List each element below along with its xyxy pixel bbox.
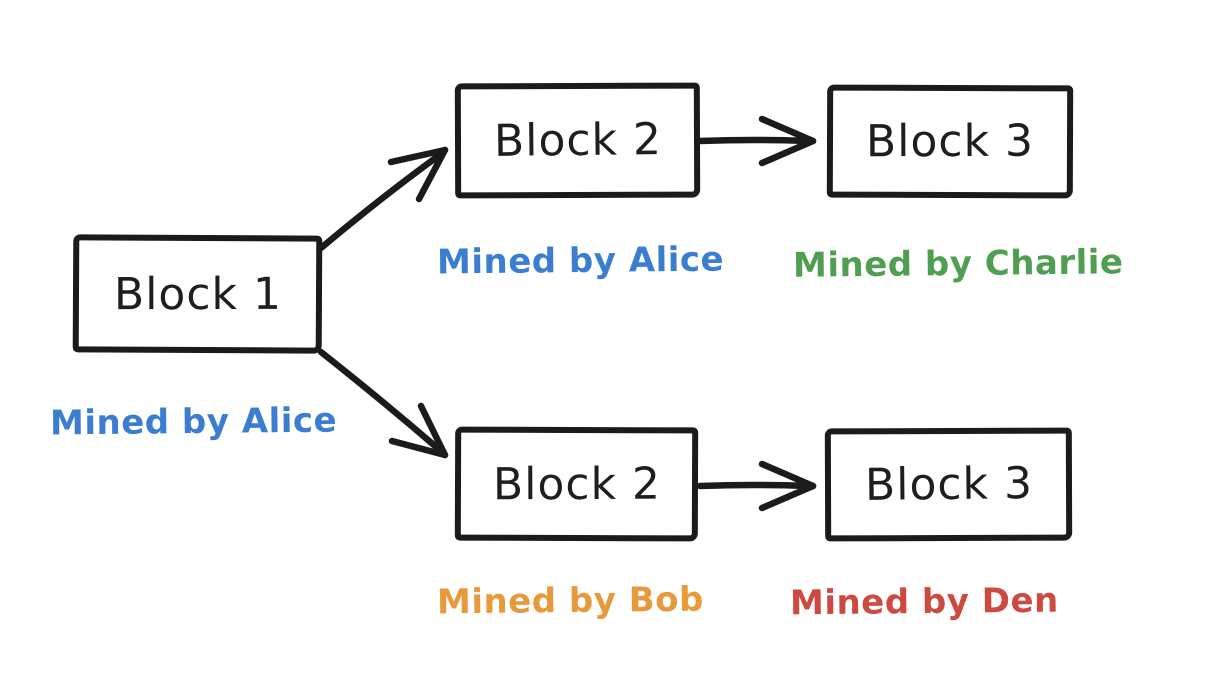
node-block-2-bottom-label: Block 2 — [492, 458, 661, 510]
node-block-3-top-label: Block 3 — [865, 115, 1035, 168]
node-block-3-bottom: Block 3 — [824, 427, 1073, 542]
node-block-1-label: Block 1 — [113, 268, 282, 320]
node-block-1: Block 1 — [72, 234, 323, 354]
node-block-3-bottom-label: Block 3 — [864, 458, 1033, 511]
miner-annotation-block-2-bottom: Mined by Bob — [436, 579, 705, 623]
miner-annotation-block-1: Mined by Alice — [49, 400, 338, 444]
node-block-2-top-label: Block 2 — [493, 114, 662, 167]
arrow-block2bottom-to-block3bottom — [696, 460, 817, 512]
miner-annotation-block-2-top: Mined by Alice — [436, 239, 725, 283]
miner-annotation-block-3-bottom: Mined by Den — [789, 580, 1059, 624]
node-block-2-bottom: Block 2 — [454, 426, 699, 542]
miner-annotation-block-3-top: Mined by Charlie — [792, 242, 1124, 286]
node-block-3-top: Block 3 — [826, 84, 1074, 199]
node-block-2-top: Block 2 — [454, 82, 701, 199]
arrow-block1-to-block2-bottom — [317, 348, 449, 459]
arrow-block2top-to-block3top — [696, 115, 817, 167]
arrow-block1-to-block2-top — [317, 146, 449, 252]
